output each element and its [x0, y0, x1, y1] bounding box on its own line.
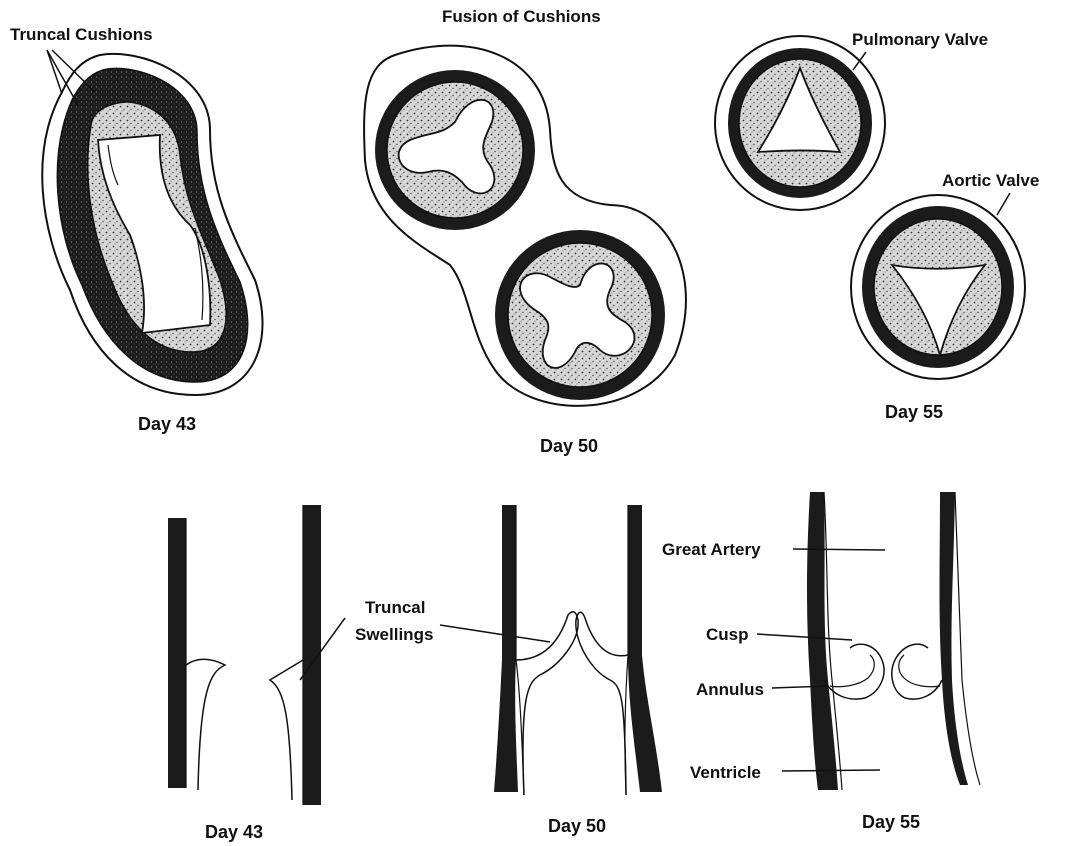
label-ventricle: Ventricle	[690, 763, 761, 782]
day-label-bottom-55: Day 55	[862, 812, 920, 832]
label-great-artery: Great Artery	[662, 540, 761, 559]
day43-cross-section	[42, 54, 262, 395]
day-label-top-50: Day 50	[540, 436, 598, 456]
day-label-bottom-43: Day 43	[205, 822, 263, 842]
label-cusp: Cusp	[706, 625, 749, 644]
label-annulus: Annulus	[696, 680, 764, 699]
label-pulmonary-valve: Pulmonary Valve	[852, 30, 988, 49]
day50-longitudinal	[494, 505, 662, 795]
label-truncal-line1: Truncal	[365, 598, 425, 617]
day55-longitudinal	[807, 492, 980, 790]
day-label-top-55: Day 55	[885, 402, 943, 422]
day43-longitudinal	[168, 505, 321, 805]
day55-aortic-valve	[851, 195, 1025, 379]
label-aortic-valve: Aortic Valve	[942, 171, 1039, 190]
day-label-bottom-50: Day 50	[548, 816, 606, 836]
day50-cross-section	[364, 46, 686, 406]
label-truncal-line2: Swellings	[355, 625, 433, 644]
label-fusion-of-cushions: Fusion of Cushions	[442, 7, 601, 26]
day-label-top-43: Day 43	[138, 414, 196, 434]
label-truncal-cushions: Truncal Cushions	[10, 25, 153, 44]
